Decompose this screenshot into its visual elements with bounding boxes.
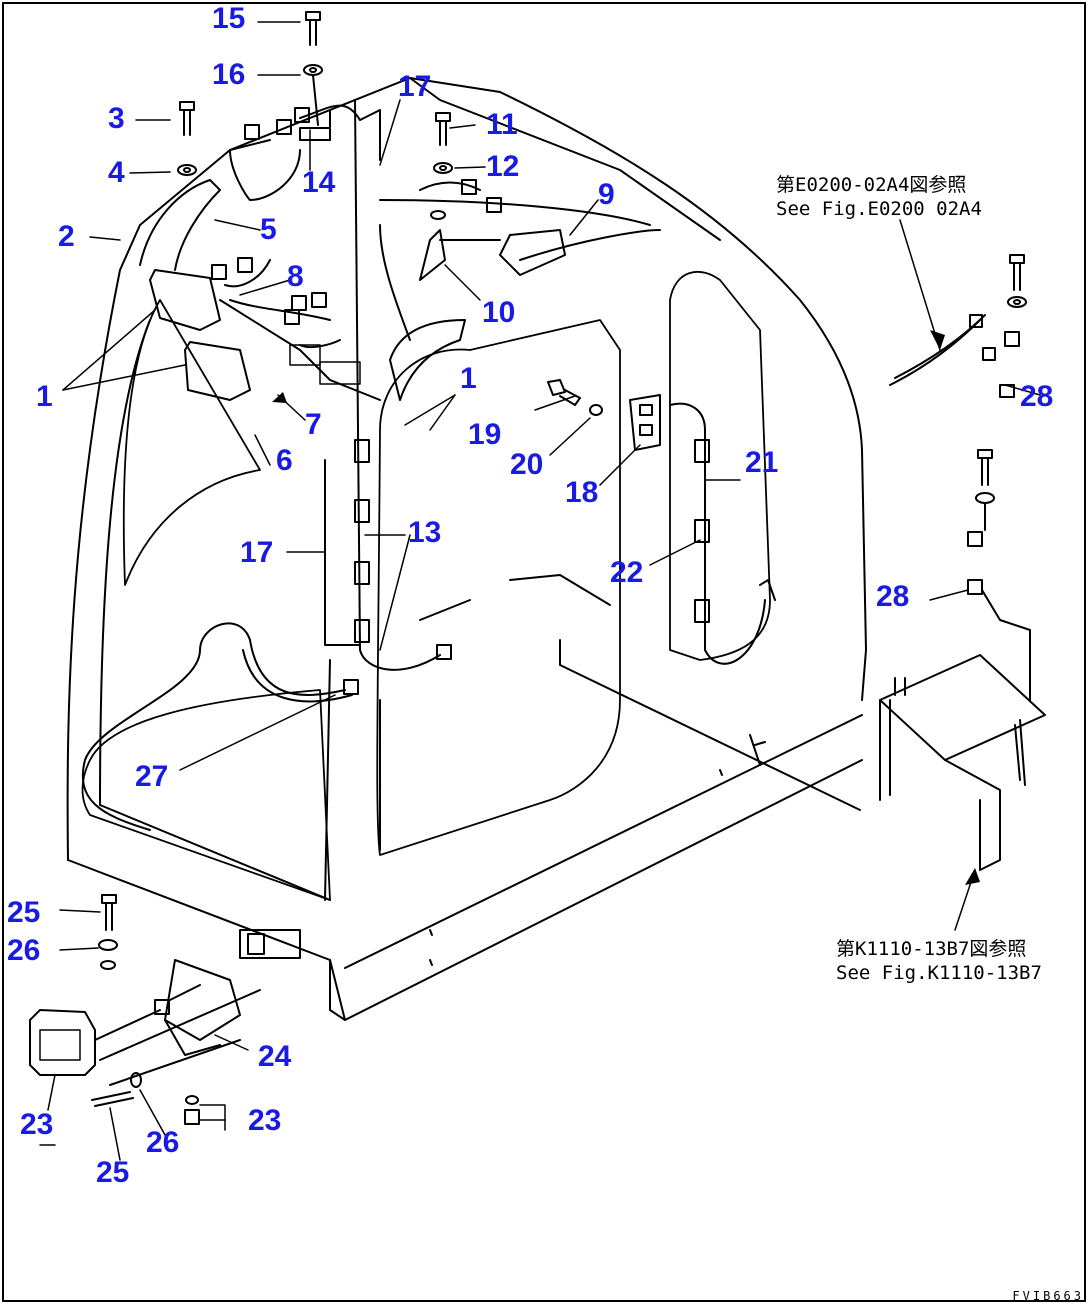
- callout-24: 24: [258, 1040, 292, 1073]
- reference-en: See Fig.K1110-13B7: [836, 961, 1042, 984]
- callout-23-right: 23: [248, 1104, 282, 1137]
- callout-23-left: 23: [20, 1108, 54, 1141]
- harness-27: [81, 622, 359, 831]
- callout-7: 7: [305, 408, 322, 441]
- switch-assembly: [547, 379, 776, 665]
- callout-9: 9: [598, 178, 615, 211]
- callout-28-bottom: 28: [876, 580, 910, 613]
- bolts-top: [177, 11, 453, 176]
- callout-27: 27: [135, 760, 169, 793]
- callout-26-bottom: 26: [146, 1126, 180, 1159]
- callout-26-top: 26: [7, 934, 41, 967]
- reference-en: See Fig.E0200 02A4: [776, 197, 982, 220]
- callout-19: 19: [468, 418, 502, 451]
- callout-1-right: 1: [460, 362, 477, 395]
- callout-5: 5: [260, 213, 277, 246]
- arrow-heads: [272, 330, 980, 885]
- callout-17-mid: 17: [240, 536, 274, 569]
- harness-13: [324, 99, 452, 901]
- callout-20: 20: [510, 448, 544, 481]
- callout-8: 8: [287, 260, 304, 293]
- reference-jp: 第K1110-13B7図参照: [836, 938, 1027, 960]
- right-bracket: [879, 254, 1046, 871]
- callout-18: 18: [565, 476, 599, 509]
- leader-lines: [39, 21, 1041, 1161]
- callout-1-left: 1: [36, 380, 53, 413]
- callout-6: 6: [276, 444, 293, 477]
- callout-12: 12: [486, 150, 520, 183]
- callout-15: 15: [212, 2, 246, 35]
- lamp-9: [379, 179, 566, 341]
- callout-21: 21: [745, 446, 779, 479]
- callout-22: 22: [610, 556, 644, 589]
- reference-note-e0200: 第E0200-02A4図参照 See Fig.E0200 02A4: [776, 174, 982, 222]
- callout-13: 13: [408, 516, 442, 549]
- reference-note-k1110: 第K1110-13B7図参照 See Fig.K1110-13B7: [836, 938, 1042, 986]
- callout-17-top: 17: [398, 70, 432, 103]
- cab-outline: [66, 77, 867, 1021]
- callout-2: 2: [58, 220, 75, 253]
- callout-10: 10: [482, 296, 516, 329]
- callout-3: 3: [108, 102, 125, 135]
- callout-16: 16: [212, 58, 246, 91]
- work-lamp-23: [29, 894, 301, 1125]
- callout-14: 14: [302, 166, 336, 199]
- lamp-assembly-front: [139, 104, 466, 401]
- callout-28-top: 28: [1020, 380, 1054, 413]
- callout-4: 4: [108, 156, 125, 189]
- callout-25-top: 25: [7, 896, 41, 929]
- callout-25-bottom: 25: [96, 1156, 130, 1189]
- drawing-id: FVIB663: [1012, 1289, 1084, 1303]
- reference-jp: 第E0200-02A4図参照: [776, 174, 967, 196]
- callout-11: 11: [486, 108, 518, 141]
